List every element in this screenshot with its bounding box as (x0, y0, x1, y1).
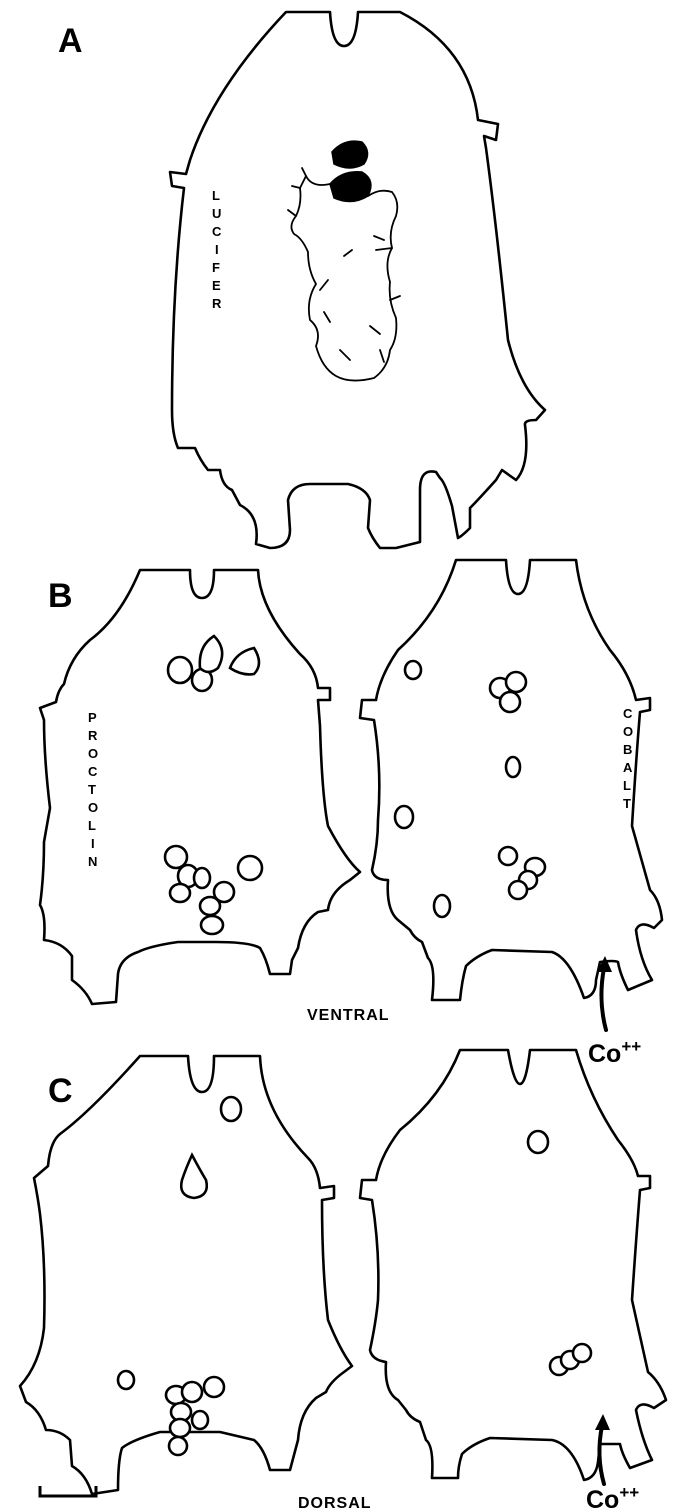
stain-letter: C (212, 224, 222, 239)
proctolin-cell (200, 636, 222, 672)
panel-c-letter: C (48, 1072, 73, 1110)
proctolin-cell (168, 657, 192, 683)
proctolin-cell (238, 856, 262, 880)
panel-a-ganglion-outline (170, 12, 545, 548)
stain-letter: N (88, 854, 97, 869)
panel-a-letter: A (58, 22, 83, 60)
ventral-label: VENTRAL (307, 1007, 390, 1024)
dorsal-cell (170, 1419, 190, 1437)
proctolin-cell (201, 916, 223, 934)
stain-letter: L (212, 188, 220, 203)
stain-letter: R (88, 728, 98, 743)
neuron-soma-icon (330, 172, 371, 202)
cobalt-cell (506, 757, 520, 777)
stain-letter: I (215, 242, 219, 257)
stain-letter: B (623, 742, 632, 757)
cobalt-cell (395, 806, 413, 828)
proctolin-cell (170, 884, 190, 902)
cobalt-cell (434, 895, 450, 917)
stain-letter: C (88, 764, 98, 779)
cobalt-cell (500, 692, 520, 712)
dorsal-cell (118, 1371, 134, 1389)
proctolin-cell (200, 897, 220, 915)
stain-letter: E (212, 278, 221, 293)
stain-letter: L (88, 818, 96, 833)
cobalt-cell (509, 881, 527, 899)
neuron-soma-icon (332, 141, 368, 168)
dorsal-cell (169, 1437, 187, 1455)
cobalt-cell (405, 661, 421, 679)
panel-b-letter: B (48, 577, 73, 615)
dorsal-cell (221, 1097, 241, 1121)
cobalt-label-dorsal: Co++ (586, 1483, 639, 1512)
dorsal-cell (182, 1382, 202, 1402)
panel-b-right-outline (360, 560, 662, 1000)
cobalt-cell (506, 672, 526, 692)
stain-letter: T (623, 796, 631, 811)
dorsal-cell (204, 1377, 224, 1397)
stain-letter: I (91, 836, 95, 851)
proctolin-label: P R O C T O L I N (88, 710, 98, 869)
stain-letter: L (623, 778, 631, 793)
stain-letter: T (88, 782, 96, 797)
dorsal-cobalt-cell (528, 1131, 548, 1153)
stain-letter: C (623, 706, 633, 721)
cobalt-cell (499, 847, 517, 865)
proctolin-cell (194, 868, 210, 888)
stain-letter: O (623, 724, 633, 739)
cobalt-stain-label: C O B A L T (623, 706, 633, 811)
panel-c-right-outline (360, 1050, 666, 1480)
stain-letter: R (212, 296, 222, 311)
proctolin-cell (230, 648, 259, 674)
stain-letter: P (88, 710, 97, 725)
stain-letter: A (623, 760, 633, 775)
cobalt-arrow-icon (599, 1426, 604, 1484)
dorsal-cell (192, 1411, 208, 1429)
stain-letter: O (88, 800, 98, 815)
dorsal-cobalt-cell (573, 1344, 591, 1362)
dorsal-cell (181, 1155, 207, 1198)
dorsal-label: DORSAL (298, 1495, 372, 1512)
stain-letter: U (212, 206, 221, 221)
cobalt-arrow-icon (601, 968, 606, 1030)
scale-bar (40, 1486, 96, 1496)
neuron-arbor (291, 176, 397, 381)
stain-letter: F (212, 260, 220, 275)
arrow-head-icon (595, 1414, 610, 1430)
stain-letter: O (88, 746, 98, 761)
lucifer-label: L U C I F E R (212, 188, 222, 311)
cobalt-label-ventral: Co++ (588, 1037, 641, 1068)
